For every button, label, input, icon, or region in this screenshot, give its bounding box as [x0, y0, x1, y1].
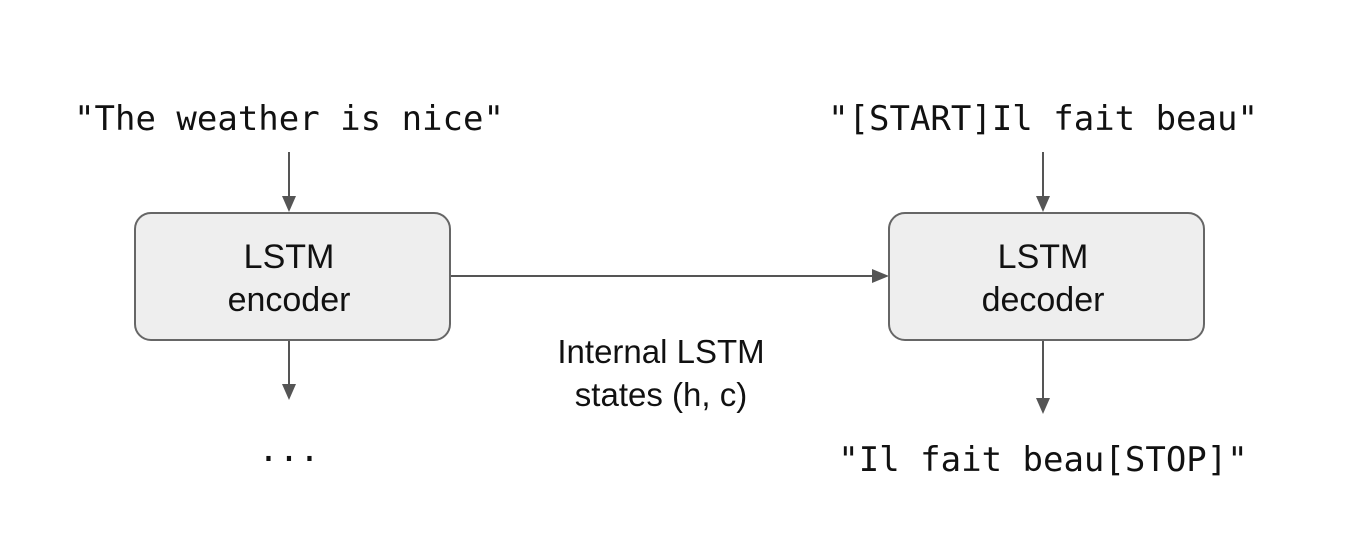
- encoder-label-line1: LSTM: [244, 238, 335, 276]
- encoder-box: LSTM encoder: [134, 212, 451, 341]
- decoder-output-arrow: [1036, 341, 1050, 414]
- decoder-label-line1: LSTM: [998, 238, 1089, 276]
- encoder-label-line2: encoder: [228, 281, 351, 319]
- states-note-line1: Internal LSTM: [557, 333, 764, 370]
- encoder-input-text: "The weather is nice": [74, 99, 504, 139]
- decoder-input-arrow: [1036, 152, 1050, 212]
- decoder-input-text: "[START]Il fait beau": [828, 99, 1258, 139]
- encoder-output-arrow: [282, 341, 296, 400]
- decoder-output-text: "Il fait beau[STOP]": [838, 440, 1247, 480]
- states-arrow: [451, 269, 889, 283]
- decoder-box: LSTM decoder: [888, 212, 1205, 341]
- encoder-output-ellipsis: ...: [258, 430, 319, 470]
- states-note-line2: states (h, c): [575, 376, 747, 413]
- encoder-input-arrow: [282, 152, 296, 212]
- decoder-label-line2: decoder: [982, 281, 1105, 319]
